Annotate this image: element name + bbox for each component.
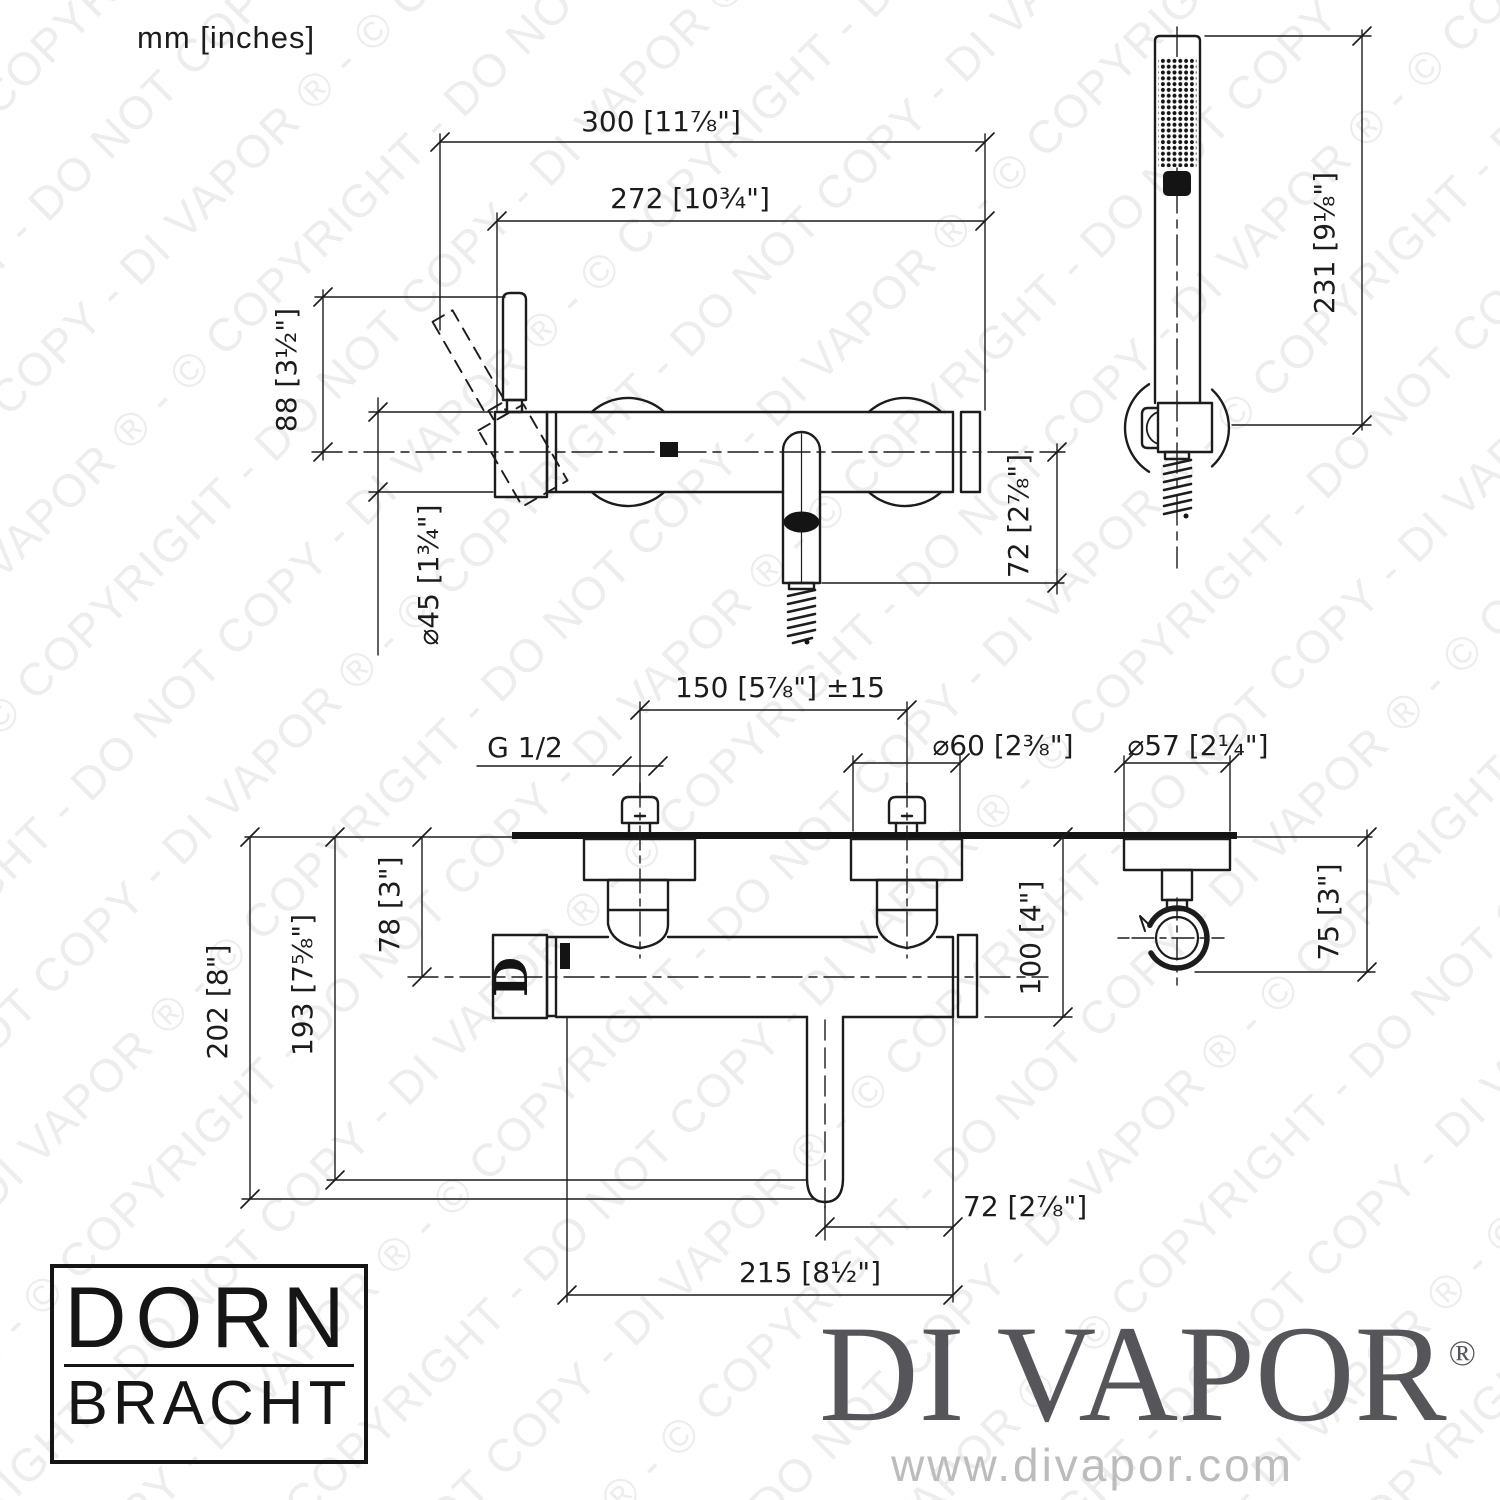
installation-ticks [240,700,1377,1305]
shower-ticks [1352,26,1372,435]
dim-label-300: 300 [11⅞"] [581,105,741,138]
shower-wand [1153,34,1202,405]
dornbracht-handle-logo: D [484,957,538,997]
front-view-body [493,291,982,499]
dim-label-72-side: 72 [2⅞"] [963,1190,1087,1223]
dornbracht-logo-divider [64,1364,354,1367]
holder-side-view [1122,837,1232,971]
front-view-mixer: 300 [11⅞"] 272 [10¾"] 88 [3½"] ⌀45 [1¾"]… [270,105,1067,656]
dim-label-100: 100 [4"] [1014,881,1047,996]
front-view-spout [781,430,822,645]
dim-label-202: 202 [8"] [201,945,234,1060]
shower-spray-face [1158,57,1197,167]
front-view-escutcheons [590,396,943,508]
dim-label-193: 193 [7⅝"] [286,914,319,1056]
dim-label-57: ⌀57 [2¼"] [1127,729,1268,762]
front-view-body-marker [660,442,678,457]
wall-connections [582,837,964,950]
shower-bracket-escutcheon [1123,383,1231,473]
dornbracht-logo-line2: BRACHT [66,1369,352,1438]
dim-label-60: ⌀60 [2⅜"] [932,729,1073,762]
dim-label-72-front: 72 [2⅞"] [1002,454,1035,578]
dim-label-215: 215 [8½"] [739,1256,881,1289]
dim-label-78: 78 [3"] [373,856,406,953]
divapor-website: www.divapor.com [891,1439,1294,1491]
supply-fittings [620,795,927,834]
dim-label-45: ⌀45 [1¾"] [412,504,445,645]
installation-dimension-lines [241,701,1376,1303]
hand-shower-view: 231 [9⅛"] [1123,26,1372,569]
dim-label-272: 272 [10¾"] [610,182,770,215]
front-view-ticks [313,132,1067,593]
units-label: mm [inches] [137,20,316,55]
installation-view: D 150 [5⅞"] ±15 G 1/2 ⌀60 [2⅜"] ⌀57 [2¼"… [201,671,1377,1305]
dim-label-75: 75 [3"] [1312,863,1345,960]
divapor-logo-text: DI VAPOR [819,1297,1447,1450]
divapor-logo: DI VAPOR® [819,1305,1476,1443]
dim-label-150: 150 [5⅞"] ±15 [675,671,885,704]
registered-mark-icon: ® [1448,1333,1476,1373]
shower-dimension-lines [1176,26,1372,569]
dornbracht-logo-line1: DORN [64,1270,354,1366]
front-view-handle-alt-position [431,309,569,508]
dim-label-231: 231 [9⅛"] [1308,172,1341,314]
dim-label-88: 88 [3½"] [270,308,303,432]
wall-line [512,832,1237,839]
dornbracht-logo: DORN BRACHT [50,1264,368,1464]
dim-label-g12: G 1/2 [487,731,563,764]
installation-body [491,933,979,1204]
front-view-dimension-lines [311,133,1066,656]
shower-holder [1140,401,1214,519]
shower-connector [1163,171,1191,196]
